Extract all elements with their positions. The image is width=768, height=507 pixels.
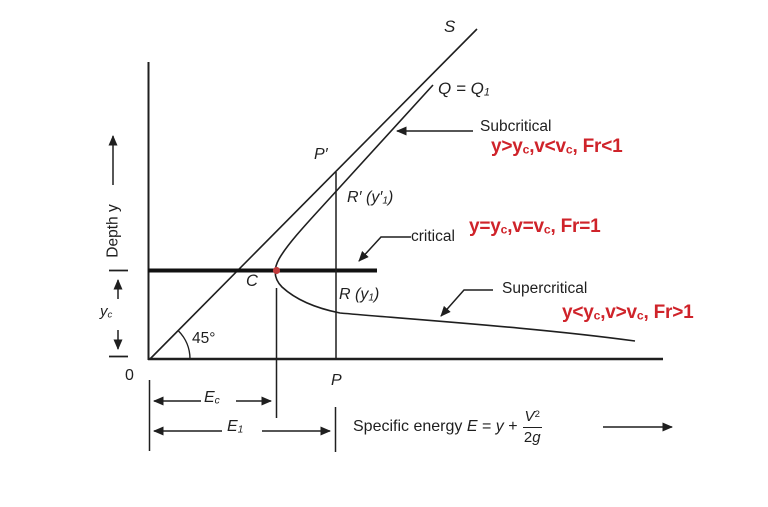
depth-axis-label: Depth y <box>104 204 122 258</box>
energy-equation-fraction: V2 2g <box>522 408 542 446</box>
yc-dimension-label: yc <box>100 303 113 321</box>
s-line-label: S <box>444 17 456 36</box>
specific-energy-equation: Specific energy E = y + V2 2g <box>353 402 542 452</box>
origin-label: 0 <box>125 367 134 384</box>
supercritical-label: Supercritical <box>502 280 588 297</box>
fraction-numerator: V2 <box>522 408 542 428</box>
point-c-label: C <box>246 272 258 290</box>
fraction-denominator: 2g <box>523 428 541 446</box>
subcritical-label: Subcritical <box>480 118 552 135</box>
supercritical-condition: y<yc,v>vc, Fr>1 <box>562 302 694 323</box>
e1-dimension-label: E1 <box>227 418 244 436</box>
supercritical-arrow <box>440 289 493 317</box>
subcritical-condition: y>yc,v<vc, Fr<1 <box>491 136 623 157</box>
energy-equation-prefix: Specific energy E = y + <box>353 418 518 435</box>
specific-energy-curve <box>274 84 636 342</box>
point-p-prime-label: P′ <box>314 146 328 163</box>
angle-arc <box>177 330 191 360</box>
angle-label: 45° <box>192 330 216 347</box>
point-p-label: P <box>331 372 342 389</box>
ec-dimension-label: Ec <box>204 389 220 407</box>
critical-condition: y=yc,v=vc, Fr=1 <box>469 216 601 237</box>
critical-arrow <box>358 236 411 262</box>
line-45-degree-S <box>149 28 478 360</box>
point-r-prime-label: R′ (y′1) <box>347 189 394 207</box>
critical-label: critical <box>411 228 455 245</box>
point-r-label: R (y1) <box>339 286 380 304</box>
discharge-label: Q = Q1 <box>438 79 490 99</box>
critical-point-dot <box>272 266 281 275</box>
